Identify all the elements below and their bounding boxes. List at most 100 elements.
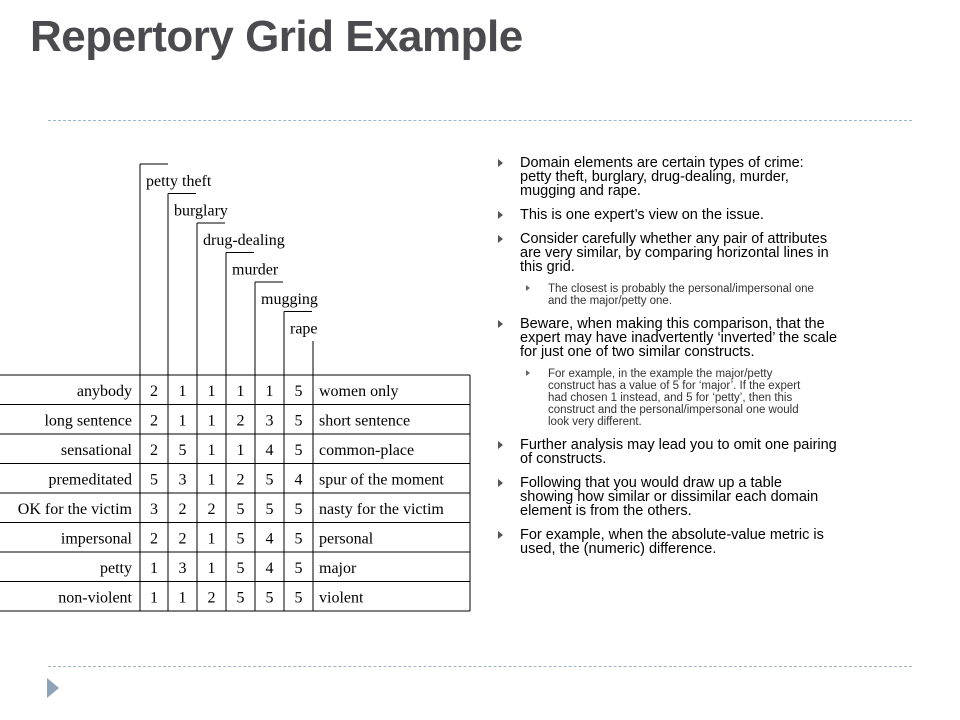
sub-bullet-item: For example, in the example the major/pe… — [520, 368, 916, 428]
bullet-list: Domain elements are certain types of cri… — [496, 156, 916, 566]
bullet-item: Following that you would draw up a table… — [496, 476, 916, 518]
sub-bullet-text-line: look very different. — [548, 416, 642, 428]
bullet-item: For example, when the absolute-value met… — [496, 528, 916, 556]
construct-left-pole: sensational — [61, 442, 133, 459]
rating-cell: 1 — [208, 413, 216, 430]
rating-cell: 5 — [150, 472, 158, 489]
construct-left-pole: premeditated — [48, 472, 132, 489]
rating-cell: 1 — [179, 590, 187, 607]
rating-cell: 5 — [295, 531, 303, 548]
sub-bullet-text-line: construct has a value of 5 for ‘major’. … — [548, 380, 801, 392]
bullet-text-line: For example, when the absolute-value met… — [520, 527, 824, 543]
repertory-grid-svg: petty theftburglarydrug-dealingmurdermug… — [0, 163, 471, 612]
triangle-right-icon — [498, 531, 503, 539]
rating-cell: 5 — [266, 590, 274, 607]
triangle-right-icon — [498, 211, 503, 219]
next-slide-arrow-icon[interactable] — [47, 678, 59, 698]
rating-cell: 4 — [266, 442, 274, 459]
bullet-text-line: Further analysis may lead you to omit on… — [520, 437, 837, 453]
construct-left-pole: long sentence — [44, 413, 132, 430]
triangle-right-icon — [526, 285, 530, 291]
rating-cell: 1 — [208, 442, 216, 459]
sub-bullet-text-line: construct and the personal/impersonal on… — [548, 404, 799, 416]
rating-cell: 2 — [150, 531, 158, 548]
triangle-right-icon — [498, 235, 503, 243]
rating-cell: 5 — [295, 501, 303, 518]
triangle-right-icon — [526, 370, 530, 376]
bullet-text-line: Consider carefully whether any pair of a… — [520, 231, 828, 247]
rating-cell: 3 — [179, 472, 187, 489]
bullet-text-line: Beware, when making this comparison, tha… — [520, 316, 825, 332]
construct-right-pole: nasty for the victim — [319, 501, 444, 518]
rating-cell: 5 — [266, 501, 274, 518]
rating-cell: 1 — [208, 531, 216, 548]
construct-right-pole: spur of the moment — [319, 472, 444, 489]
rating-cell: 5 — [295, 442, 303, 459]
rating-cell: 5 — [295, 383, 303, 400]
rating-cell: 5 — [295, 413, 303, 430]
bullet-text-line: petty theft, burglary, drug-dealing, mur… — [520, 169, 789, 185]
rating-cell: 1 — [237, 383, 245, 400]
rating-cell: 3 — [266, 413, 274, 430]
construct-left-pole: impersonal — [61, 531, 133, 548]
sub-bullet-item: The closest is probably the personal/imp… — [520, 283, 916, 307]
rating-cell: 2 — [150, 413, 158, 430]
rating-cell: 2 — [237, 413, 245, 430]
rating-cell: 1 — [208, 472, 216, 489]
triangle-right-icon — [498, 441, 503, 449]
rating-cell: 1 — [150, 590, 158, 607]
bullet-item: This is one expert’s view on the issue. — [496, 208, 916, 222]
rating-cell: 2 — [150, 383, 158, 400]
bullet-item: Consider carefully whether any pair of a… — [496, 232, 916, 307]
bullet-text-line: this grid. — [520, 259, 575, 275]
construct-left-pole: OK for the victim — [18, 501, 133, 518]
sub-bullet-text-line: The closest is probably the personal/imp… — [548, 283, 814, 295]
rating-cell: 2 — [179, 531, 187, 548]
construct-left-pole: petty — [100, 560, 132, 577]
rating-cell: 5 — [179, 442, 187, 459]
bullet-text-line: element is from the others. — [520, 503, 692, 519]
rating-cell: 5 — [266, 472, 274, 489]
triangle-right-icon — [498, 479, 503, 487]
element-label: mugging — [261, 291, 318, 308]
bullet-item: Beware, when making this comparison, tha… — [496, 317, 916, 428]
bullet-item: Further analysis may lead you to omit on… — [496, 438, 916, 466]
construct-left-pole: non-violent — [58, 590, 132, 607]
bullet-text-line: expert may have inadvertently ‘inverted’… — [520, 330, 838, 346]
bullet-text-line: of constructs. — [520, 451, 607, 467]
bullet-text-line: for just one of two similar constructs. — [520, 344, 755, 360]
element-label: burglary — [174, 203, 228, 220]
construct-right-pole: short sentence — [319, 413, 410, 430]
rating-cell: 1 — [237, 442, 245, 459]
bullet-text-line: Following that you would draw up a table — [520, 475, 782, 491]
rating-cell: 2 — [208, 590, 216, 607]
rating-cell: 5 — [237, 501, 245, 518]
rating-cell: 1 — [179, 413, 187, 430]
element-label: petty theft — [146, 173, 212, 190]
bullet-text-line: are very similar, by comparing horizonta… — [520, 245, 829, 261]
rating-cell: 5 — [295, 590, 303, 607]
rating-cell: 2 — [237, 472, 245, 489]
bullet-text-line: Domain elements are certain types of cri… — [520, 155, 804, 171]
construct-right-pole: women only — [319, 383, 399, 400]
rating-cell: 5 — [295, 560, 303, 577]
bullet-text-line: This is one expert’s view on the issue. — [520, 207, 764, 223]
construct-right-pole: violent — [319, 590, 364, 607]
bullet-text-line: used, the (numeric) difference. — [520, 541, 717, 557]
rating-cell: 5 — [237, 590, 245, 607]
construct-left-pole: anybody — [77, 383, 132, 400]
sub-bullet-text-line: had chosen 1 instead, and 5 for ‘petty’,… — [548, 392, 793, 404]
rating-cell: 1 — [150, 560, 158, 577]
element-label: rape — [290, 321, 318, 338]
bottom-divider — [48, 666, 912, 667]
sub-bullet-list: The closest is probably the personal/imp… — [520, 283, 916, 307]
rating-cell: 3 — [150, 501, 158, 518]
rating-cell: 2 — [179, 501, 187, 518]
bullet-item: Domain elements are certain types of cri… — [496, 156, 916, 198]
rating-cell: 5 — [237, 531, 245, 548]
rating-cell: 1 — [208, 383, 216, 400]
top-divider — [48, 120, 912, 121]
bullet-text-line: mugging and rape. — [520, 183, 641, 199]
rating-cell: 1 — [179, 383, 187, 400]
